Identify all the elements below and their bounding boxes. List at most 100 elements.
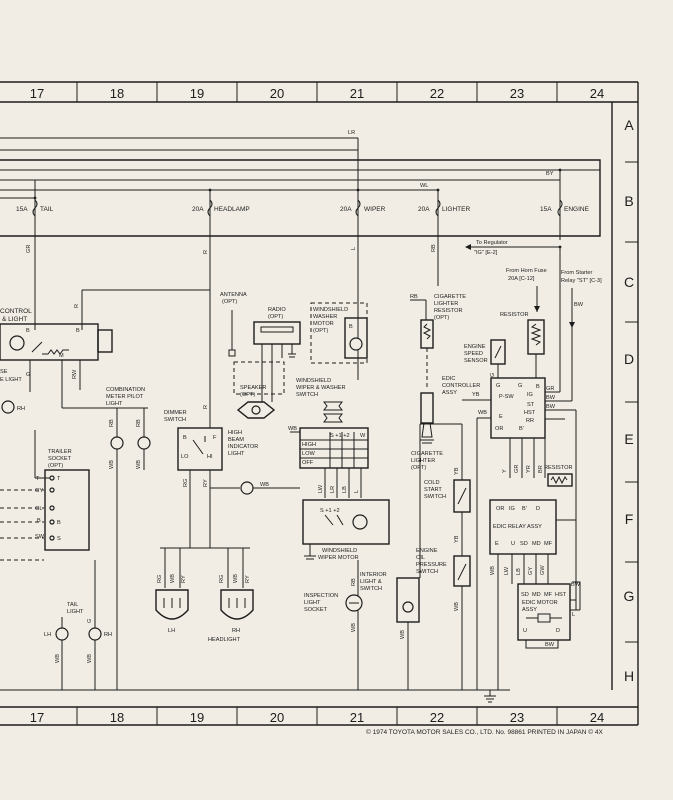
pin-label: LO — [181, 454, 189, 460]
wire-code: WB — [351, 623, 357, 632]
wire-code: RB — [410, 294, 418, 300]
label: HIGH — [302, 442, 316, 448]
label: CIGARETTE — [411, 451, 443, 457]
label: TAIL — [67, 602, 78, 608]
wire-code: RB — [431, 244, 437, 252]
label: SOCKET — [304, 607, 328, 613]
pin-label: ST — [527, 402, 535, 408]
wire-code: R — [74, 304, 80, 308]
wire-code: R — [203, 250, 209, 254]
ref-text: 20A [C-12] — [508, 276, 535, 282]
fuse-amp: 20A — [192, 206, 204, 213]
external-references: To Regulator "IG" [E-2] From Horn Fuse 2… — [465, 240, 602, 330]
label: PRESSURE — [416, 562, 447, 568]
fuse-name: HEADLAMP — [214, 206, 250, 213]
row-label: H — [624, 668, 634, 684]
wire-code: BW — [545, 642, 555, 648]
column-label: 23 — [510, 86, 524, 101]
column-label: 19 — [190, 86, 204, 101]
wire-code: RG — [219, 575, 225, 583]
ref-text: From Horn Fuse — [506, 268, 547, 274]
fuse-amp: 20A — [418, 206, 430, 213]
ref-text: From Starter — [561, 270, 593, 276]
label: SOCKET — [48, 456, 72, 462]
ref-text: "IG" [E-2] — [474, 250, 498, 256]
fuse-name: WIPER — [364, 206, 386, 213]
fuse-box: LR WL BY 15A TAIL 20A HEADLAMP 20A WIPER… — [0, 130, 601, 240]
fuse-amp: 15A — [540, 206, 552, 213]
wire-code: RG — [157, 575, 163, 583]
label: LH — [168, 628, 175, 634]
wire-code: LW — [318, 484, 324, 493]
label: SPEAKER — [240, 385, 266, 391]
label: (OPT) — [313, 328, 328, 334]
wire-code: WL — [420, 183, 428, 189]
column-label: 19 — [190, 710, 204, 725]
pin-label: T — [36, 476, 40, 482]
label: INDICATOR — [228, 444, 258, 450]
pin-label: B — [349, 324, 353, 330]
pin-label: B — [37, 518, 41, 524]
label: SWITCH — [424, 494, 446, 500]
wire-code: YB — [472, 392, 480, 398]
column-labels-top: 17 18 19 20 21 22 23 24 — [30, 86, 604, 101]
pin-label: S +1 +2 — [320, 508, 340, 514]
pin-label: B' — [519, 426, 524, 432]
label: (OPT) — [240, 392, 255, 398]
pin-label: HI — [207, 454, 213, 460]
pin-label: HST — [524, 410, 536, 416]
column-label: 24 — [590, 86, 604, 101]
wire-code: G — [87, 619, 93, 623]
wire-code: WB — [170, 574, 176, 583]
wire-code: BW — [546, 404, 556, 410]
column-label: 22 — [430, 86, 444, 101]
wire-code: RB — [136, 419, 142, 427]
label: LIGHT — [304, 600, 321, 606]
label: BEAM — [228, 437, 244, 443]
label: HEADLIGHT — [208, 637, 241, 643]
column-label: 17 — [30, 710, 44, 725]
label: DIMMER — [164, 410, 187, 416]
wire-code: BY — [546, 171, 554, 177]
wire-code: WB — [260, 482, 269, 488]
label: WINDSHIELD — [296, 378, 331, 384]
wire-code: LW — [504, 566, 510, 575]
wire-code: GR — [546, 386, 554, 392]
interior-section: RB WB INSPECTION LIGHT SOCKET INTERIOR L… — [304, 548, 447, 690]
wire-code: L — [354, 490, 360, 493]
label: RESISTOR — [500, 312, 529, 318]
column-label: 21 — [350, 86, 364, 101]
pin-label: U — [523, 628, 527, 634]
label: WINDSHIELD — [322, 548, 357, 554]
wire-code: RY — [203, 479, 209, 487]
row-labels: A B C D E F G H — [624, 117, 635, 684]
label: CONTROLLER — [442, 383, 480, 389]
wire-code: WB — [87, 654, 93, 663]
pin-label: OR — [496, 506, 504, 512]
label: ANTENNA — [220, 292, 247, 298]
label: ASSY — [442, 390, 457, 396]
label: & LIGHT — [2, 316, 27, 323]
label: LIGHT — [228, 451, 245, 457]
wire-code: LB — [342, 486, 348, 493]
wire-code: LR — [330, 486, 336, 493]
column-label: 23 — [510, 710, 524, 725]
headlamp-circuit: R R DIMMER SWITCH B F LO HI RG RY HIGH B… — [155, 240, 300, 643]
pin-label: D — [536, 506, 540, 512]
pin-label: F — [213, 435, 217, 441]
wire-code: YB — [454, 535, 460, 543]
cold-start-switch: COLD START SWITCH YB YB WB — [419, 423, 471, 690]
label: SWITCH — [416, 569, 438, 575]
wire-code: RW — [72, 369, 78, 379]
column-label: 17 — [30, 86, 44, 101]
wire-code: WB — [109, 460, 115, 469]
pin-label: G — [496, 383, 500, 389]
label: EDIC MOTOR — [522, 600, 558, 606]
label: EDIC — [442, 376, 455, 382]
label: RADIO — [268, 307, 286, 313]
label: INSPECTION — [304, 593, 338, 599]
wire-code: L — [351, 247, 357, 250]
row-label: B — [624, 193, 633, 209]
